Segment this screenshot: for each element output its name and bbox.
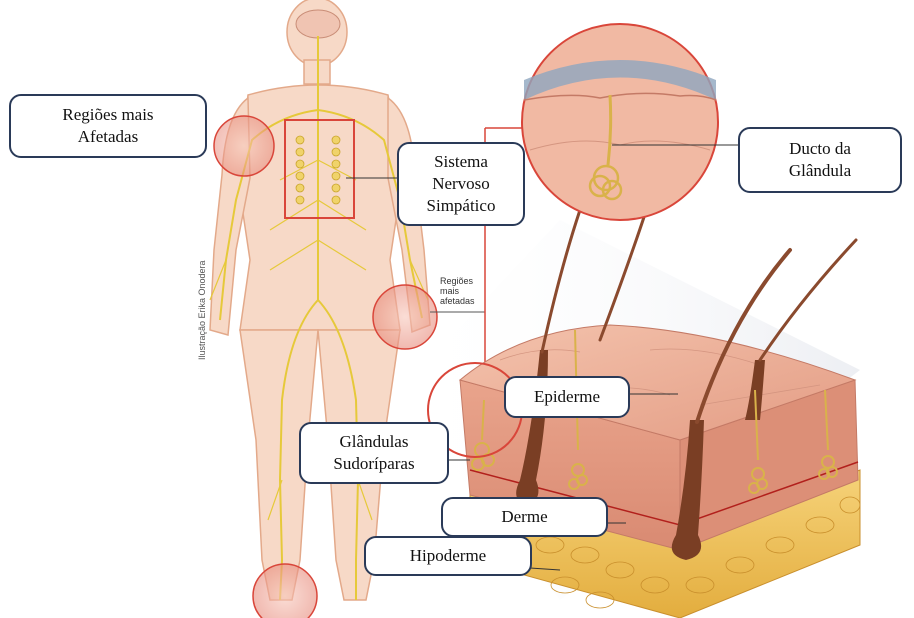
callout-glandulas-line1: Glândulas: [340, 431, 409, 453]
callout-regioes-line2: Afetadas: [78, 126, 138, 148]
callout-sistema-line1: Sistema: [434, 151, 488, 173]
callout-ducto-line2: Glândula: [789, 160, 851, 182]
callout-epiderme-text: Epiderme: [534, 386, 600, 408]
regioes-small-line1: Regiões: [440, 276, 475, 286]
callout-sistema-line2: Nervoso: [432, 173, 490, 195]
callout-ducto-line1: Ducto da: [789, 138, 851, 160]
hand-region: [373, 285, 437, 349]
callout-hipoderme: Hipoderme: [364, 536, 532, 576]
callout-ducto-glandula: Ducto da Glândula: [738, 127, 902, 193]
callout-sistema-nervoso: Sistema Nervoso Simpático: [397, 142, 525, 226]
armpit-region: [214, 116, 274, 176]
foot-region: [253, 564, 317, 618]
callout-sistema-line3: Simpático: [427, 195, 496, 217]
callout-glandulas-line2: Sudoríparas: [333, 453, 414, 475]
callout-derme: Derme: [441, 497, 608, 537]
callout-glandulas-sudoriparas: Glândulas Sudoríparas: [299, 422, 449, 484]
callout-epiderme: Epiderme: [504, 376, 630, 418]
duct-zoom: [522, 24, 718, 220]
regioes-small-line3: afetadas: [440, 296, 475, 306]
regioes-small-label: Regiões mais afetadas: [440, 276, 475, 306]
callout-regioes-afetadas: Regiões mais Afetadas: [9, 94, 207, 158]
brain: [296, 10, 340, 38]
callout-regioes-line1: Regiões mais: [62, 104, 153, 126]
callout-derme-text: Derme: [501, 506, 547, 528]
illustration-credit: Ilustração Erika Onodera: [197, 260, 207, 360]
callout-hipoderme-text: Hipoderme: [410, 545, 486, 567]
regioes-small-line2: mais: [440, 286, 475, 296]
